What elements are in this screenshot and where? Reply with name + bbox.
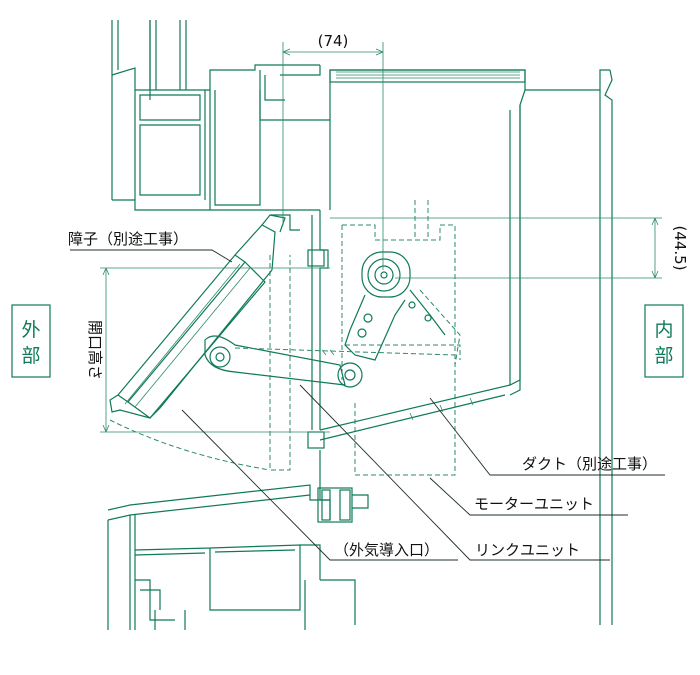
air-intake-label: （外気導入口） [334,541,439,559]
inside-char-2: 部 [654,345,673,367]
link-unit [204,335,456,388]
mid-channel [270,210,331,520]
dim-74-label: (74) [318,32,349,50]
dimension-74 [282,42,384,270]
duct-bottom [319,105,521,441]
hidden-outlines [109,200,461,476]
dim-44-5-label: (44.5) [671,225,689,270]
motor-unit-label: モーターユニット [474,495,594,513]
leader-lines [70,249,665,561]
dimension-opening-height [100,267,330,433]
lower-frame [107,484,369,630]
outside-char-1: 外 [21,319,40,341]
inside-box: 内 部 [644,304,684,378]
dimension-44-5 [330,217,662,279]
louver-panel [109,214,286,419]
upper-frame [111,20,613,625]
link-unit-label: リンクユニット [475,541,580,559]
louver-label: 障子（別途工事） [68,230,188,248]
motor-unit [344,251,446,361]
inside-char-1: 内 [654,319,673,341]
outside-box: 外 部 [11,304,51,378]
opening-height-label: 開口高さ [86,320,104,380]
duct-label: ダクト（別途工事） [522,455,657,473]
outside-char-2: 部 [21,345,40,367]
